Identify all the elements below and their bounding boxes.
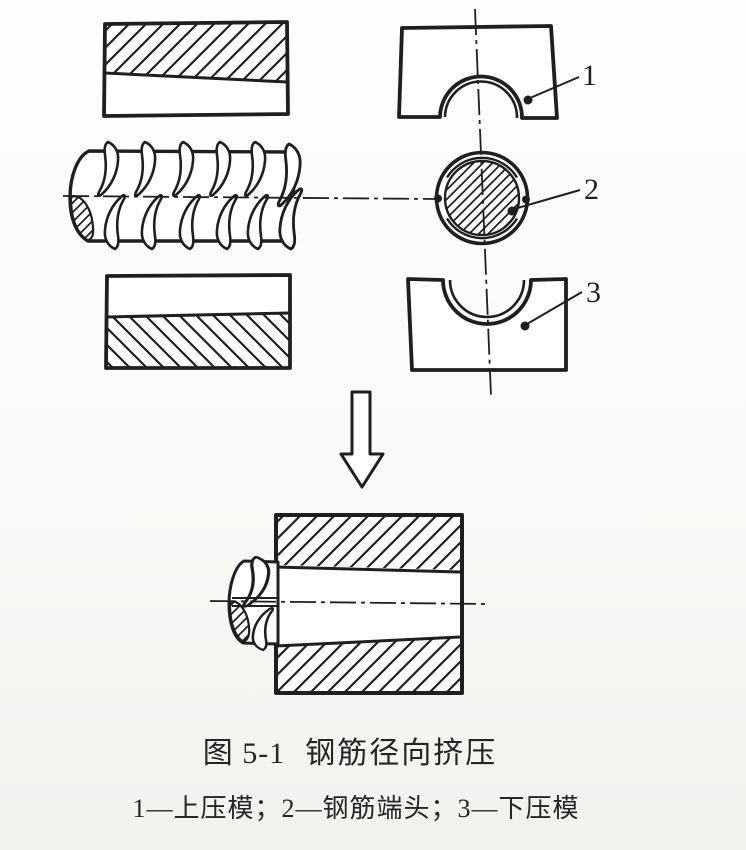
extrusion-assembly [209, 513, 488, 695]
rebar-stub [227, 555, 280, 652]
lower-press-block-hatch [107, 314, 289, 367]
extrusion-die-top-hatch [278, 517, 460, 570]
centerline-assembly [209, 600, 488, 605]
section-edge-dot-left [434, 194, 442, 203]
rebar-stub-tip-lines [232, 597, 277, 607]
lower-press-block-divider [106, 311, 291, 319]
leader-line-3 [526, 291, 583, 325]
callout-label-2: 2 [584, 173, 599, 206]
figure-title: 钢筋径向挤压 [305, 737, 498, 770]
callout-label-1: 1 [582, 59, 597, 92]
lower-die-groove-inner-arc [448, 279, 526, 319]
rebar-end-section [434, 150, 530, 246]
section-edge-dot-right [522, 195, 530, 204]
upper-die-groove-inner-arc [443, 80, 519, 119]
upper-press-block-hatch [106, 23, 286, 81]
deformed-rebar [62, 140, 438, 251]
extrusion-cavity-top-line [275, 565, 461, 574]
upper-press-block-divider [104, 71, 288, 84]
lower-press-block [104, 273, 292, 370]
figure-caption: 图 5-1 钢筋径向挤压 [0, 728, 700, 772]
upper-press-block [102, 20, 290, 118]
lower-die-outline [406, 277, 568, 372]
callout-label-3: 3 [586, 276, 601, 309]
down-arrow [339, 390, 385, 489]
callouts: 1 2 3 [507, 59, 601, 331]
lower-die [406, 277, 568, 372]
leader-line-2 [513, 189, 581, 210]
leader-line-1 [529, 76, 580, 99]
centerline-rebar [62, 195, 438, 200]
centerline-vertical [474, 8, 492, 397]
figure-number: 图 5-1 [202, 737, 286, 770]
figure-legend: 1—上压模；2—钢筋端头；3—下压模 [132, 794, 580, 823]
extrusion-cavity-bottom-line [275, 635, 461, 648]
rebar-end-bottom-arc [445, 217, 519, 240]
rebar-end-top-arc [445, 156, 519, 179]
extrusion-die-bottom-hatch [278, 638, 460, 691]
